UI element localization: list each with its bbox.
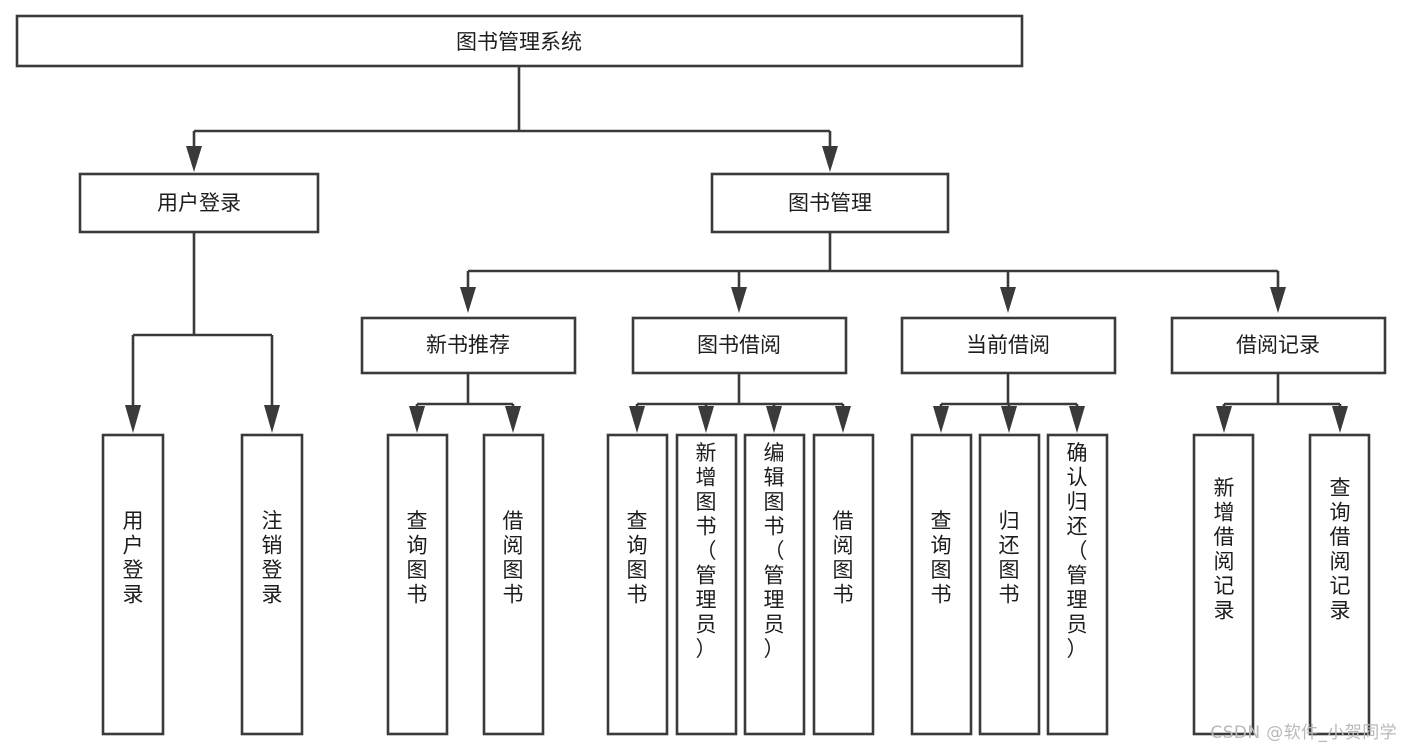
edge-new-book-rec-to-children: [409, 373, 521, 433]
node-cb-query[interactable]: 查询图书: [910, 433, 973, 736]
node-logout-do[interactable]: 注销登录: [240, 433, 304, 736]
node-bb-query-label: 查询图书: [627, 509, 648, 607]
node-book-mgmt-label: 图书管理: [788, 191, 872, 215]
node-cb-return[interactable]: 归还图书: [978, 433, 1041, 736]
node-user-login-box[interactable]: [78, 172, 320, 234]
node-rec-borrow-label: 借阅图书: [503, 509, 524, 607]
node-current-borrow[interactable]: 当前借阅: [900, 316, 1117, 375]
edge-borrow-record-to-children: [1216, 373, 1348, 433]
node-br-add[interactable]: 新增借阅记录: [1192, 433, 1255, 736]
node-user-login-label: 用户登录: [157, 191, 241, 215]
csdn-watermark: CSDN @软件_小贺同学: [1210, 723, 1397, 743]
node-borrow-record[interactable]: 借阅记录: [1170, 316, 1387, 375]
node-rec-borrow-box[interactable]: [482, 433, 545, 736]
node-cb-query-label: 查询图书: [931, 509, 952, 607]
node-bb-add-label: 新增图书（管理员）: [696, 441, 717, 661]
arrow-head-icon: [933, 406, 949, 433]
node-bb-borrow-box[interactable]: [812, 433, 875, 736]
node-new-book-rec[interactable]: 新书推荐: [360, 316, 577, 375]
node-borrow-record-label: 借阅记录: [1236, 333, 1320, 357]
node-br-add-box[interactable]: [1192, 433, 1255, 736]
node-book-mgmt-box[interactable]: [710, 172, 950, 234]
arrow-head-icon: [1000, 287, 1016, 313]
node-cb-return-box[interactable]: [978, 433, 1041, 736]
arrow-head-icon: [409, 406, 425, 433]
arrow-head-icon: [731, 287, 747, 313]
node-br-add-label: 新增借阅记录: [1214, 476, 1235, 623]
node-cb-return-label: 归还图书: [999, 509, 1020, 607]
node-book-borrow-box[interactable]: [631, 316, 848, 375]
node-cb-query-box[interactable]: [910, 433, 973, 736]
node-bb-borrow-label: 借阅图书: [833, 509, 854, 607]
node-br-query-label: 查询借阅记录: [1330, 476, 1351, 623]
node-cb-confirm-label: 确认归还（管理员）: [1067, 441, 1088, 661]
node-root-label: 图书管理系统: [456, 30, 582, 54]
edge-user-login-to-children: [125, 232, 280, 433]
arrow-head-icon: [505, 406, 521, 433]
node-cb-confirm[interactable]: 确认归还（管理员）: [1046, 433, 1109, 736]
node-bb-query-box[interactable]: [606, 433, 669, 736]
arrow-head-icon: [125, 405, 141, 433]
arrow-head-icon: [1270, 287, 1286, 313]
node-book-mgmt[interactable]: 图书管理: [710, 172, 950, 234]
node-bb-borrow[interactable]: 借阅图书: [812, 433, 875, 736]
edge-root-to-level1: [186, 66, 838, 172]
arrow-head-icon: [1069, 406, 1085, 433]
node-current-borrow-label: 当前借阅: [966, 333, 1050, 357]
node-br-query-box[interactable]: [1308, 433, 1371, 736]
node-rec-query-box[interactable]: [386, 433, 449, 736]
arrow-head-icon: [1216, 406, 1232, 433]
node-bb-edit[interactable]: 编辑图书（管理员）: [743, 433, 806, 736]
arrow-head-icon: [264, 405, 280, 433]
arrow-head-icon: [186, 146, 202, 172]
node-bb-add[interactable]: 新增图书（管理员）: [675, 433, 738, 736]
arrow-head-icon: [1332, 406, 1348, 433]
node-user-login[interactable]: 用户登录: [78, 172, 320, 234]
node-root[interactable]: 图书管理系统: [15, 14, 1024, 68]
node-new-book-rec-box[interactable]: [360, 316, 577, 375]
node-bb-query[interactable]: 查询图书: [606, 433, 669, 736]
node-bb-add-box[interactable]: [675, 433, 738, 736]
node-rec-query-label: 查询图书: [407, 509, 428, 607]
node-logout-do-box[interactable]: [240, 433, 304, 736]
arrow-head-icon: [629, 406, 645, 433]
node-logout-do-label: 注销登录: [262, 509, 283, 607]
node-bb-edit-box[interactable]: [743, 433, 806, 736]
node-rec-query[interactable]: 查询图书: [386, 433, 449, 736]
node-login-do-box[interactable]: [101, 433, 165, 736]
node-bb-edit-label: 编辑图书（管理员）: [764, 441, 785, 661]
node-rec-borrow[interactable]: 借阅图书: [482, 433, 545, 736]
node-borrow-record-box[interactable]: [1170, 316, 1387, 375]
node-cb-confirm-box[interactable]: [1046, 433, 1109, 736]
arrow-head-icon: [822, 146, 838, 172]
node-new-book-rec-label: 新书推荐: [426, 333, 510, 357]
arrow-head-icon: [460, 287, 476, 313]
edge-current-borrow-to-children: [933, 373, 1085, 433]
arrow-head-icon: [698, 406, 714, 433]
node-login-do-label: 用户登录: [123, 509, 144, 607]
node-book-borrow[interactable]: 图书借阅: [631, 316, 848, 375]
arrow-head-icon: [766, 406, 782, 433]
edge-book-mgmt-to-children: [460, 232, 1286, 313]
arrow-head-icon: [835, 406, 851, 433]
node-root-box[interactable]: [15, 14, 1024, 68]
arrow-head-icon: [1001, 406, 1017, 433]
node-br-query[interactable]: 查询借阅记录: [1308, 433, 1371, 736]
edge-book-borrow-to-children: [629, 373, 851, 433]
node-book-borrow-label: 图书借阅: [697, 333, 781, 357]
node-current-borrow-box[interactable]: [900, 316, 1117, 375]
node-login-do[interactable]: 用户登录: [101, 433, 165, 736]
